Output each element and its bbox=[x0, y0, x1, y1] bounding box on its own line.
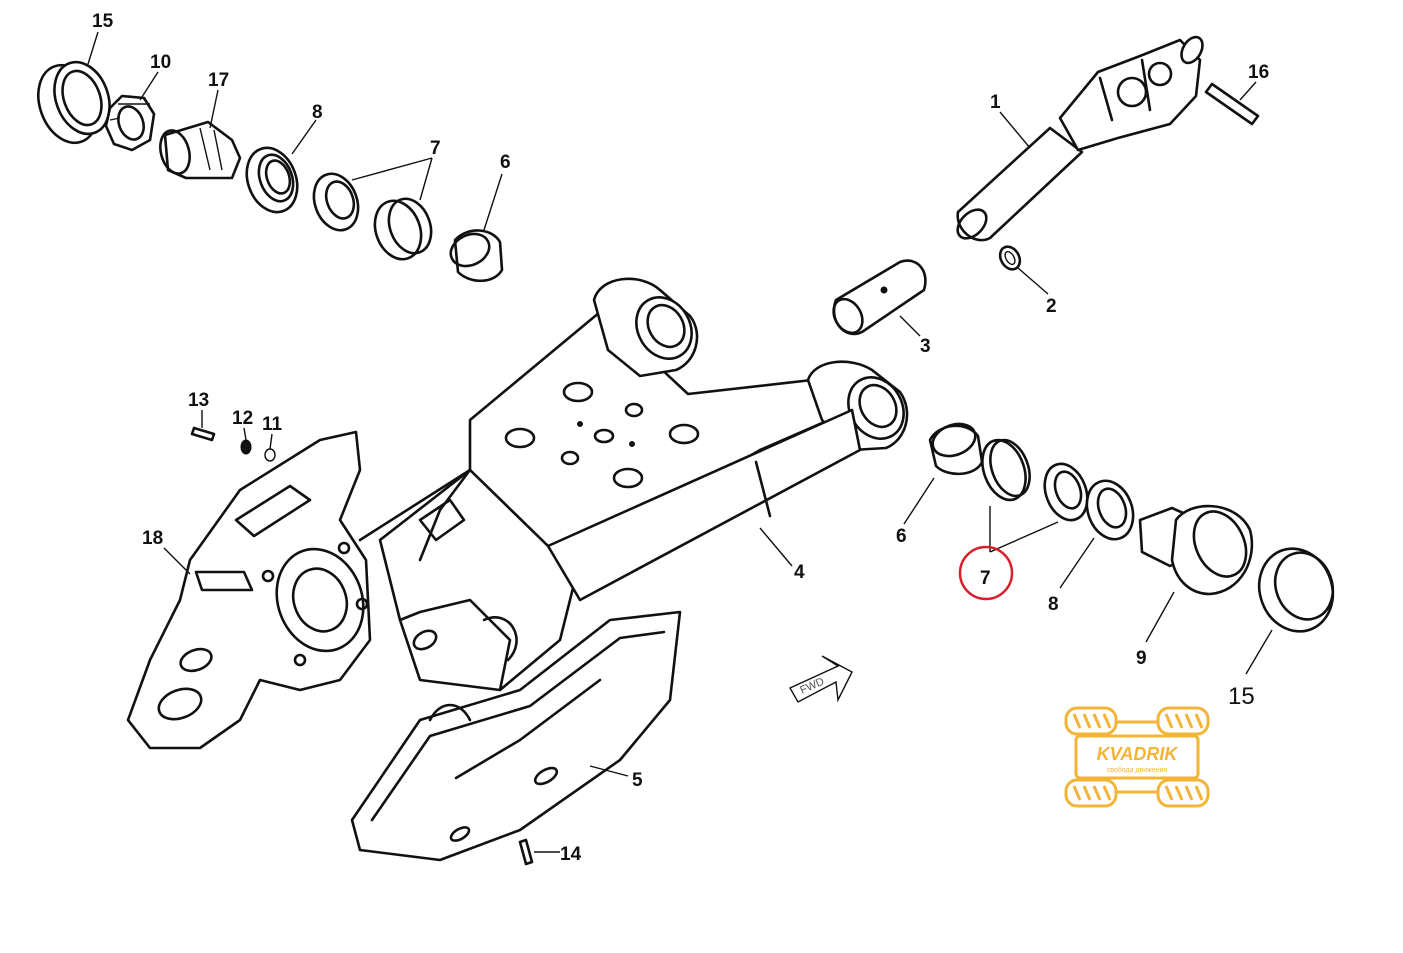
part-4-swingarm bbox=[358, 277, 909, 692]
part-6-bushing-upper bbox=[449, 229, 504, 283]
part-5-skid-plate bbox=[350, 610, 682, 862]
part-8-seal-lower-b bbox=[1085, 479, 1135, 541]
callout-11: 11 bbox=[262, 414, 283, 435]
part-3-sleeve bbox=[832, 259, 927, 336]
callout-3: 3 bbox=[920, 336, 931, 357]
callout-4: 4 bbox=[794, 562, 805, 583]
callout-13: 13 bbox=[188, 390, 209, 411]
part-14-bolt bbox=[518, 838, 534, 866]
callout-9: 9 bbox=[1136, 648, 1147, 669]
callout-1: 1 bbox=[990, 92, 1001, 113]
callout-14: 14 bbox=[560, 844, 582, 865]
part-2-clip bbox=[998, 245, 1022, 271]
part-11-washer bbox=[264, 448, 276, 462]
part-7-bearing-lower bbox=[981, 438, 1031, 502]
part-13-bolt bbox=[190, 426, 216, 442]
part-12-grease-nipple bbox=[240, 439, 252, 455]
highlight-circle bbox=[958, 545, 1014, 601]
part-17-spindle bbox=[159, 120, 242, 180]
part-8-seal-upper bbox=[245, 146, 299, 214]
callout-8: 8 bbox=[312, 102, 323, 123]
callout-6b: 6 bbox=[896, 526, 907, 547]
callout-5: 5 bbox=[632, 770, 643, 791]
callout-7b: 7 bbox=[980, 568, 991, 589]
part-7-bearing-upper-b bbox=[373, 197, 433, 261]
callout-17: 17 bbox=[208, 70, 229, 91]
wheel-icon bbox=[1064, 706, 1210, 808]
part-15-dust-cap-upper bbox=[37, 60, 111, 145]
part-16-pin bbox=[1204, 82, 1260, 126]
callout-10: 10 bbox=[150, 52, 171, 73]
callout-15b: 15 bbox=[1228, 683, 1255, 710]
part-18-brake-bracket bbox=[126, 430, 372, 750]
callout-8b: 8 bbox=[1048, 594, 1059, 615]
part-8-seal-lower-a bbox=[1043, 462, 1089, 522]
part-6-bushing-lower bbox=[928, 422, 984, 476]
part-9-axle-hub bbox=[1138, 504, 1254, 596]
leader-lines bbox=[87, 31, 1273, 853]
callout-7: 7 bbox=[430, 138, 441, 159]
fwd-arrow-marker: FWD bbox=[789, 655, 853, 703]
callout-6: 6 bbox=[500, 152, 511, 173]
callout-labels: 15 10 17 8 7 6 1 16 2 3 13 12 11 18 4 6 … bbox=[92, 11, 1269, 865]
fwd-label: FWD bbox=[798, 676, 826, 697]
part-7-bearing-upper-a bbox=[312, 172, 360, 232]
callout-2: 2 bbox=[1046, 296, 1057, 317]
part-1-driveshaft bbox=[956, 35, 1204, 242]
part-10-castle-nut bbox=[104, 94, 156, 152]
logo-tagline: свобода движения bbox=[1107, 766, 1168, 774]
kvadrik-logo: KVADRIK свобода движения bbox=[1064, 706, 1210, 808]
callout-15: 15 bbox=[92, 11, 114, 32]
part-15-dust-cap-lower bbox=[1257, 547, 1335, 633]
callout-12: 12 bbox=[232, 408, 253, 429]
callout-16: 16 bbox=[1248, 62, 1269, 83]
logo-brand: KVADRIK bbox=[1097, 744, 1180, 764]
callout-18: 18 bbox=[142, 528, 163, 549]
